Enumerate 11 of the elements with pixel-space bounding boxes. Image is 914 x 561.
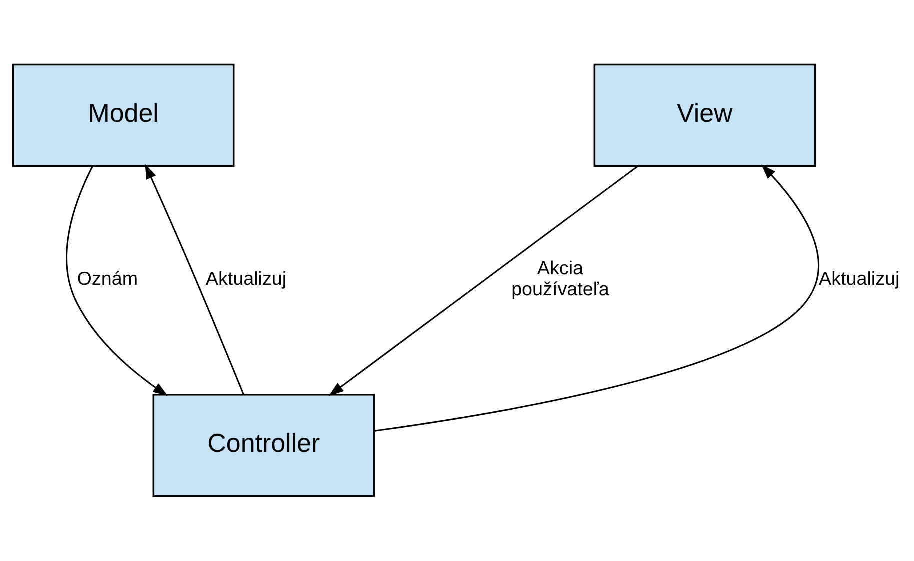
arrow (145, 164, 244, 396)
node-box: View (594, 64, 816, 167)
edge-label: Akcia používateľa (512, 257, 610, 300)
arrow (374, 164, 820, 432)
node-box: Controller (152, 394, 376, 498)
node-box: Model (12, 64, 235, 167)
arrow (66, 166, 168, 396)
edge-label: Oznám (77, 268, 138, 289)
edge-label: Aktualizuj (819, 268, 900, 289)
arrow (328, 166, 638, 396)
edge-label: Aktualizuj (206, 268, 287, 289)
